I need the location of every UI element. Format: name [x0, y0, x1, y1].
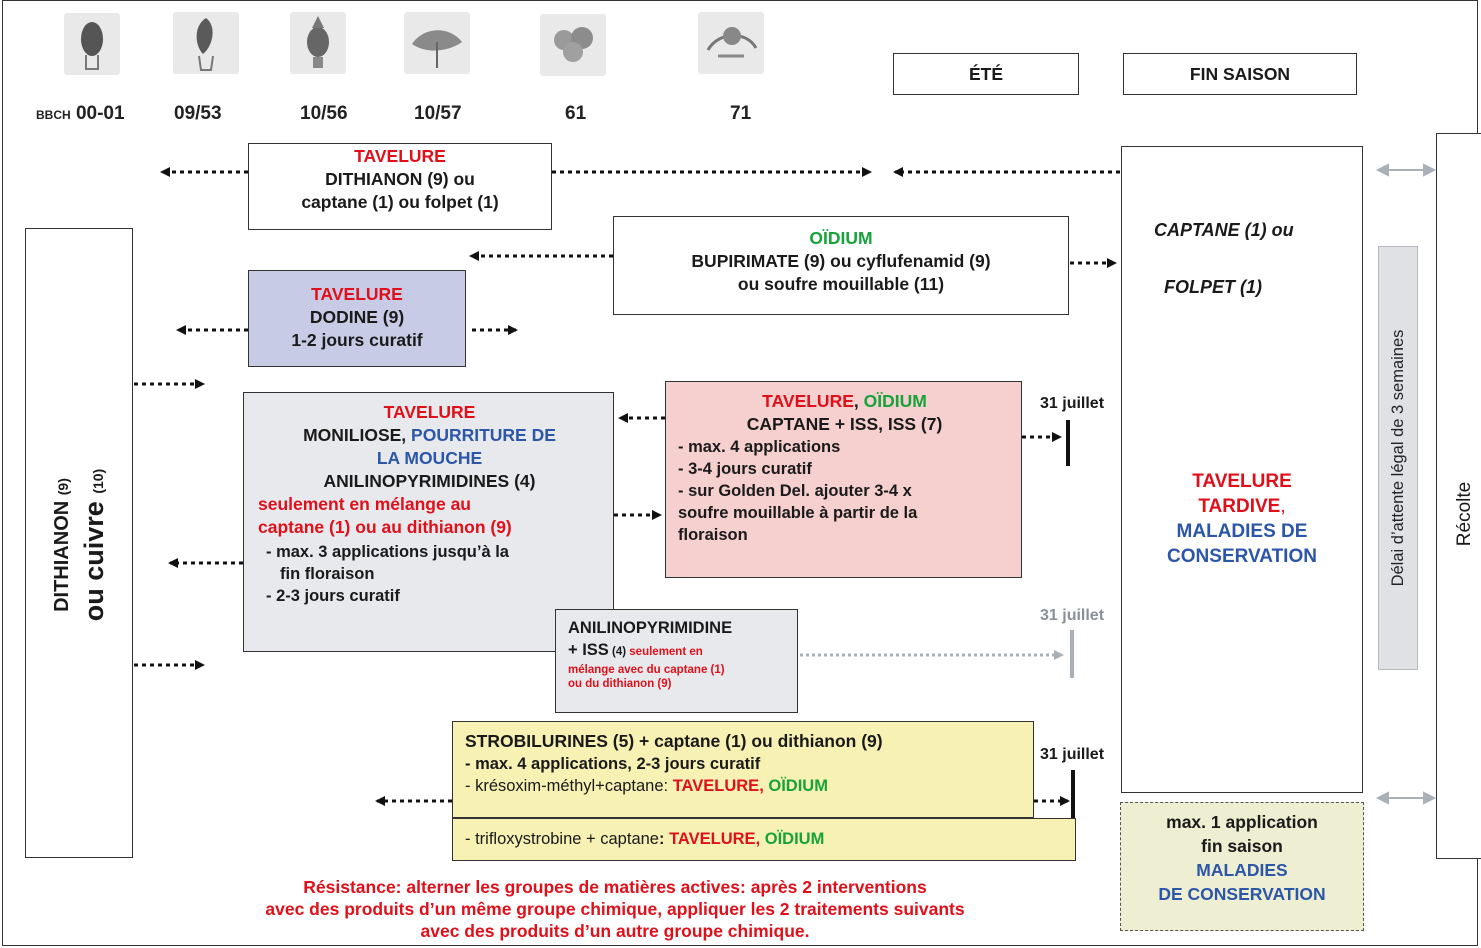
warning-line: mélange avec du captane (1) [568, 664, 725, 676]
box-end-season: CAPTANE (1) ou FOLPET (1) TAVELURE TARDI… [1121, 146, 1363, 793]
box-title: OÏDIUM [809, 228, 873, 248]
column-alt-note: (10) [90, 468, 106, 494]
bullet-line: - max. 4 applications [678, 438, 841, 456]
resistance-line: avec des produits d’un autre groupe chim… [420, 921, 810, 941]
bud-cluster-icon [404, 12, 470, 74]
end-season-diseases: TAVELURE TARDIVE, MALADIES DE CONSERVATI… [1122, 469, 1362, 569]
colon: : [658, 830, 670, 848]
deadline-label-2: 31 juillet [1040, 607, 1105, 624]
bbch-stage-2: 09/53 [174, 103, 222, 124]
box-anilino-iss: ANILINOPYRIMIDINE + ISS (4) seulement en… [555, 609, 798, 713]
tardive-label: TARDIVE [1198, 496, 1281, 517]
column-main-note: (9) [55, 478, 71, 496]
deadline-label-3: 31 juillet [1040, 746, 1105, 763]
box-line: 1-2 jours curatif [291, 330, 423, 350]
waiting-period-label: Délai d’attente légal de 3 semaines [1389, 329, 1407, 587]
box-line: CAPTANE + ISS, ISS (7) [746, 414, 943, 434]
oidium-label: OÏDIUM [768, 777, 828, 795]
warning-line: seulement en mélange au [258, 494, 471, 514]
tavelure-label: TAVELURE [672, 777, 760, 795]
bullet-line: - 3-4 jours curatif [678, 460, 812, 478]
box-title: TAVELURE [311, 284, 403, 304]
box-line: captane (1) ou folpet (1) [301, 192, 499, 212]
dithianon-column-label: DITHIANON (9) ou cuivre (10) [48, 380, 118, 710]
bbch-stage-3: 10/56 [300, 103, 348, 124]
note-line: fin saison [1201, 836, 1283, 856]
box-line: DODINE (9) [309, 307, 405, 327]
box-title-oidium: OÏDIUM [863, 391, 927, 411]
note-line: max. 1 application [1166, 812, 1318, 832]
column-alt: ou cuivre [79, 501, 109, 622]
fruit-set-icon [698, 12, 764, 74]
warning-line: seulement en [629, 646, 703, 658]
box-line: STROBILURINES (5) + captane (1) ou dithi… [465, 731, 883, 751]
box-anilinopyrimidines: TAVELURE MONILIOSE, POURRITURE DE LA MOU… [243, 392, 614, 652]
warning-line: captane (1) ou au dithianon (9) [258, 517, 512, 537]
resistance-line: Résistance: alterner les groupes de mati… [303, 877, 927, 897]
bbch-stage-6: 71 [730, 103, 752, 124]
bbch-stage-4: 10/57 [414, 103, 462, 124]
season-end: FIN SAISON [1123, 53, 1357, 95]
captane-label: CAPTANE (1) ou [1154, 220, 1294, 240]
flowering-icon [540, 14, 606, 76]
box-line: ANILINOPYRIMIDINES (4) [323, 471, 536, 491]
bud-dormant-icon [64, 13, 120, 75]
column-main: DITHIANON [51, 500, 73, 612]
bbch-stage-5: 61 [565, 103, 587, 124]
bullet-line: - krésoxim-méthyl+captane: [465, 777, 673, 795]
resistance-line: avec des produits d’un même groupe chimi… [265, 899, 965, 919]
mouche-label: LA MOUCHE [376, 448, 483, 468]
note-maladies: MALADIES [1196, 860, 1288, 880]
box-title-tavelure: TAVELURE [762, 391, 854, 411]
iss-note: (4) [608, 646, 630, 658]
comma: , [1280, 496, 1286, 517]
harvest-label: Récolte [1454, 481, 1475, 547]
title-separator: , [853, 391, 864, 411]
box-end-season-note: max. 1 application fin saison MALADIES D… [1120, 802, 1364, 931]
separator: , [755, 830, 765, 848]
box-trifloxystrobine: - trifloxystrobine + captane: TAVELURE, … [452, 818, 1076, 861]
folpet-label: FOLPET (1) [1164, 277, 1262, 297]
iss-label: + ISS [568, 641, 609, 659]
deadline-label-1: 31 juillet [1040, 395, 1105, 412]
season-summer: ÉTÉ [893, 53, 1079, 95]
harvest-column [1436, 133, 1481, 859]
bbch-stage-1: BBCH 00-01 [36, 103, 125, 124]
bullet-line: soufre mouillable à partir de la [678, 504, 918, 522]
box-strobilurines: STROBILURINES (5) + captane (1) ou dithi… [452, 721, 1034, 818]
waiting-period-bar [1378, 246, 1418, 670]
box-line: - trifloxystrobine + captane [465, 830, 659, 848]
box-line: ANILINOPYRIMIDINE [568, 619, 733, 637]
bullet-line: floraison [678, 526, 748, 544]
tavelure-label: TAVELURE [669, 830, 756, 848]
bullet-line: - max. 3 applications jusqu’à la [266, 543, 509, 561]
box-line: BUPIRIMATE (9) ou cyflufenamid (9) [691, 251, 991, 271]
resistance-note: Résistance: alterner les groupes de mati… [150, 876, 1080, 942]
bullet-line: fin floraison [280, 565, 375, 583]
conservation-label: CONSERVATION [1167, 546, 1317, 567]
box-title: TAVELURE [383, 402, 476, 422]
box-dodine: TAVELURE DODINE (9) 1-2 jours curatif [248, 270, 466, 367]
pourriture-label: POURRITURE DE [411, 425, 556, 445]
bullet-line: - max. 4 applications, 2-3 jours curatif [465, 755, 761, 773]
box-line: DITHIANON (9) ou [325, 169, 475, 189]
bullet-line: - 2-3 jours curatif [266, 587, 400, 605]
box-line: ou soufre mouillable (11) [737, 274, 945, 294]
box-tavelure-dithianon: TAVELURE DITHIANON (9) ou captane (1) ou… [248, 143, 552, 230]
note-conservation: DE CONSERVATION [1158, 884, 1326, 904]
box-captane-iss: TAVELURE, OÏDIUM CAPTANE + ISS, ISS (7) … [665, 381, 1022, 578]
oidium-label: OÏDIUM [764, 830, 825, 848]
box-dithianon-column [25, 228, 133, 858]
tavelure-label: TAVELURE [1192, 471, 1292, 492]
warning-line: ou du dithianon (9) [568, 678, 672, 690]
bullet-line: - sur Golden Del. ajouter 3-4 x [678, 482, 912, 500]
maladies-label: MALADIES DE [1176, 521, 1308, 542]
bud-swelling-icon [173, 12, 239, 74]
box-oidium: OÏDIUM BUPIRIMATE (9) ou cyflufenamid (9… [613, 216, 1069, 315]
separator: , [759, 777, 769, 795]
moniliose-label: MONILIOSE, [303, 425, 412, 445]
box-title: TAVELURE [354, 146, 446, 166]
bud-green-icon [290, 12, 346, 74]
